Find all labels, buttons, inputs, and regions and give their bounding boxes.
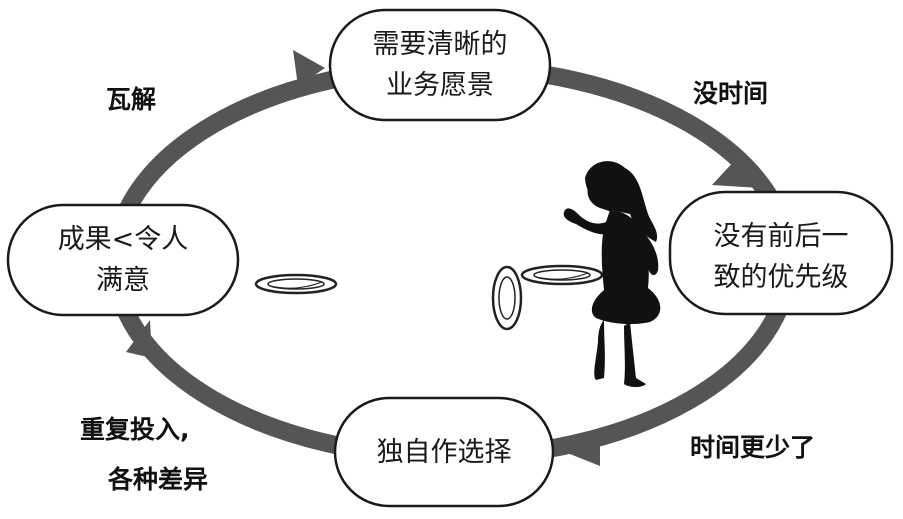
node-independent-choices: 独自作选择	[333, 396, 555, 508]
juggler-silhouette-icon	[563, 161, 661, 387]
node-unsatisfying-results-line2: 满意	[96, 265, 150, 296]
node-independent-choices-box	[333, 396, 555, 508]
arrowhead-left-bottom	[126, 320, 152, 358]
edge-label-no-time: 没时间	[693, 79, 768, 108]
plate-icon-right	[520, 264, 604, 286]
node-unsatisfying-results-box	[6, 203, 240, 317]
node-business-vision-line2: 业务愿景	[386, 70, 494, 101]
arrowhead-bottom-right	[565, 428, 600, 466]
edge-label-disintegrate: 瓦解	[106, 85, 156, 114]
node-inconsistent-priorities: 没有前后一 致的优先级	[668, 190, 894, 316]
plate-icon-tilted	[491, 265, 523, 331]
node-unsatisfying-results-line1: 成果<令人	[58, 224, 189, 255]
edge-label-rework-line1: 重复投入,	[80, 415, 190, 444]
node-unsatisfying-results: 成果<令人 满意	[6, 203, 240, 317]
arrowhead-top-left	[293, 50, 325, 86]
plate-icon-left	[254, 273, 338, 295]
node-inconsistent-priorities-line1: 没有前后一	[714, 221, 849, 252]
node-independent-choices-line1: 独自作选择	[377, 437, 512, 468]
node-inconsistent-priorities-line2: 致的优先级	[714, 262, 849, 293]
node-business-vision: 需要清晰的 业务愿景	[328, 8, 552, 122]
arrowhead-right-top	[712, 158, 760, 188]
edge-label-rework-line2: 各种差异	[107, 465, 208, 494]
node-inconsistent-priorities-box	[668, 190, 894, 316]
node-business-vision-line1: 需要清晰的	[373, 29, 508, 60]
edge-label-less-time: 时间更少了	[690, 433, 815, 462]
node-business-vision-box	[328, 8, 552, 122]
